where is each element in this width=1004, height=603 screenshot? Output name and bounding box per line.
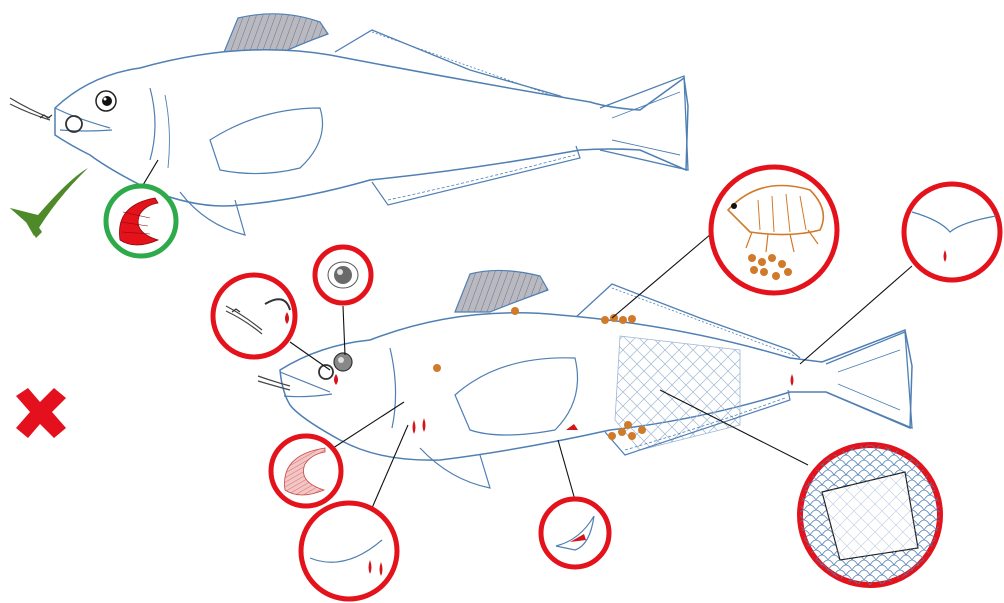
cross-mark-icon	[16, 388, 66, 438]
callout-amphipod-parasite	[711, 167, 837, 293]
callout-cloudy-eye	[315, 247, 371, 303]
damaged-fish-dorsal-fin	[455, 270, 548, 312]
healthy-fish-body	[55, 50, 688, 206]
callout-bleeding-underside	[301, 503, 397, 599]
callout-scale-loss	[800, 445, 940, 585]
callout-torn-tail	[904, 184, 1000, 280]
check-mark-icon	[10, 168, 88, 236]
damaged-fish	[258, 270, 912, 488]
damaged-fish-body	[280, 313, 912, 460]
callout-fin-wound	[541, 499, 609, 567]
callout-hook-damage	[213, 275, 295, 357]
callout-pale-gills	[271, 436, 341, 506]
callout-healthy-gills	[106, 186, 176, 256]
